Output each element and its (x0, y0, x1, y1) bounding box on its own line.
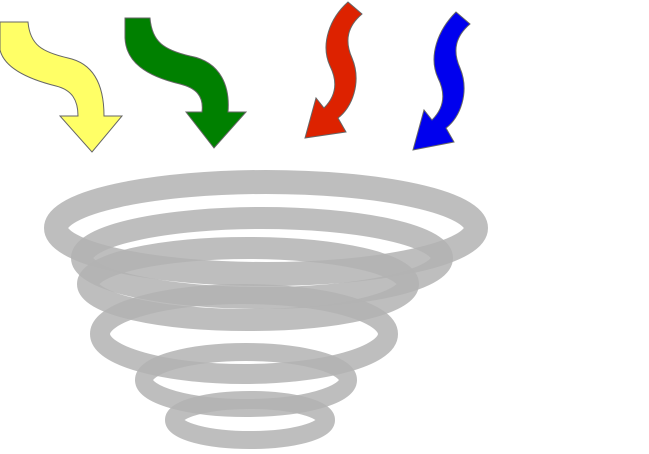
funnel-ring-4 (90, 284, 398, 384)
funnel-ring-3 (77, 237, 419, 331)
green-arrow (124, 17, 248, 149)
red-arrow (304, 1, 363, 139)
blue-arrow (412, 11, 471, 151)
funnel-ring-6 (165, 391, 335, 449)
yellow-arrow (0, 21, 124, 153)
arrows-group (0, 1, 471, 153)
funnel-spiral (44, 170, 488, 449)
funnel-ring-1 (44, 170, 488, 286)
